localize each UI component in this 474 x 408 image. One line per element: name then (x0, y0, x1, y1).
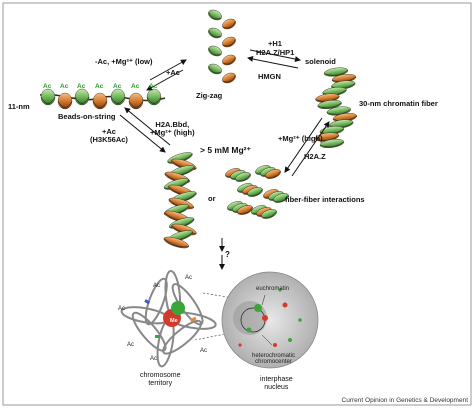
interphase-nucleus (221, 271, 319, 369)
zoom-lines (194, 292, 246, 341)
nucleosome (273, 193, 289, 203)
arrow-solenoid-to-zigzag (247, 56, 299, 69)
arrow-label-beads-zig-a: -Ac, +Mg²⁺ (low) (95, 57, 153, 66)
label-or: or (208, 194, 216, 203)
ac-mark: Ac (77, 83, 86, 90)
nucleosome (57, 92, 73, 110)
territory-ac-mark: Ac (153, 283, 161, 289)
nucleosome (222, 72, 236, 84)
arrow-zigzag-to-beads (146, 69, 184, 91)
nucleosome (146, 88, 162, 106)
nucleosome (317, 100, 342, 109)
label-me: Me (170, 318, 178, 324)
nucleosome (261, 209, 277, 219)
ac-mark: Ac (149, 83, 158, 90)
transition-arrows (119, 49, 330, 270)
territory-ac-mark: Ac (185, 275, 193, 281)
nucleosome (235, 172, 251, 182)
fiber-fiber-cluster (225, 165, 289, 219)
label-heterochromatic: heterochromatic chromocenter (252, 353, 296, 365)
arrow-label-beads-compact-b: H2A.Bbd, +Mg²⁺ (high) (150, 120, 195, 138)
arrow-label-zig-sol-a: +H1 (268, 39, 282, 48)
label-zigzag: Zig-zag (196, 91, 223, 100)
ac-mark: Ac (60, 83, 69, 90)
solenoid-fiber (314, 67, 357, 148)
arrow-zigzag-to-solenoid (249, 49, 301, 62)
label-beads-on-string: Beads-on-string (58, 112, 116, 121)
nucleosome (323, 67, 349, 77)
nucleosome (326, 106, 351, 116)
territory-ac-mark: Ac (127, 342, 135, 348)
nucleosome (237, 205, 253, 215)
territory-ac-mark: Ac (118, 306, 126, 312)
nucleosome (222, 18, 236, 30)
ac-mark: Ac (131, 83, 140, 90)
ac-mark: Ac (113, 83, 122, 90)
zigzag-fiber (208, 9, 236, 84)
arrow-label-zig-sol-c: HMGN (258, 72, 281, 81)
nucleosome (74, 88, 90, 106)
nucleosome (247, 187, 263, 197)
chromosome-territory (120, 269, 217, 368)
nucleosome (163, 236, 189, 249)
arrow-label-beads-zig-b: +Ac (166, 68, 180, 77)
label-chromosome-territory: chromosome territory (140, 372, 181, 387)
arrow-beads-to-compact (119, 114, 166, 153)
ac-mark: Ac (43, 83, 52, 90)
nucleosome (319, 139, 345, 148)
nucleosome (222, 54, 236, 66)
arrow-fiber-to-solenoid (291, 121, 330, 177)
arrow-beads-to-zigzag (149, 59, 187, 81)
nucleosome (222, 36, 236, 48)
nucleosome (208, 45, 222, 57)
nucleosome (92, 92, 108, 110)
label-euchromatin: euchromatin (256, 286, 290, 292)
territory-ac-mark: Ac (150, 356, 158, 362)
nucleosome (208, 63, 222, 75)
compact-fiber (163, 152, 197, 249)
label-solenoid: solenoid (305, 57, 336, 66)
arrow-label-zig-sol-b: H2A.Z/HP1 (256, 48, 295, 57)
label-fiber-fiber: fiber-fiber interactions (285, 195, 365, 204)
caption: Current Opinion in Genetics & Developmen… (341, 397, 468, 404)
territory-loop (162, 319, 203, 355)
ac-mark: Ac (95, 83, 104, 90)
green-spot (171, 301, 185, 315)
label-interphase-nucleus: interphase nucleus (260, 376, 293, 391)
nucleosome (208, 27, 222, 39)
nucleosome (128, 92, 144, 110)
nucleosome (40, 88, 56, 106)
territory-loop (144, 277, 168, 326)
euchromatin-spot (254, 304, 262, 312)
beads-on-string-fiber (39, 88, 166, 110)
arrow-label-sol-fiber-b: H2A.Z (304, 152, 326, 161)
arrow-solenoid-to-fiber (284, 117, 323, 173)
label-11nm: 11-nm (8, 102, 30, 111)
nucleosome (110, 88, 126, 106)
arrow-compact-to-beads (124, 107, 171, 146)
arrow-label-sol-fiber-a: +Mg²⁺ (high) (278, 134, 323, 143)
label-mg-5mm: > 5 mM Mg²⁺ (200, 145, 252, 155)
territory-ac-mark: Ac (200, 348, 208, 354)
label-30nm-fiber: 30-nm chromatin fiber (359, 99, 438, 108)
nucleosome (265, 169, 281, 179)
label-question: ? (225, 250, 230, 259)
nucleosome (208, 9, 222, 21)
arrow-label-beads-compact-a: +Ac (H3K56Ac) (90, 127, 128, 145)
territory-loop (131, 311, 167, 352)
